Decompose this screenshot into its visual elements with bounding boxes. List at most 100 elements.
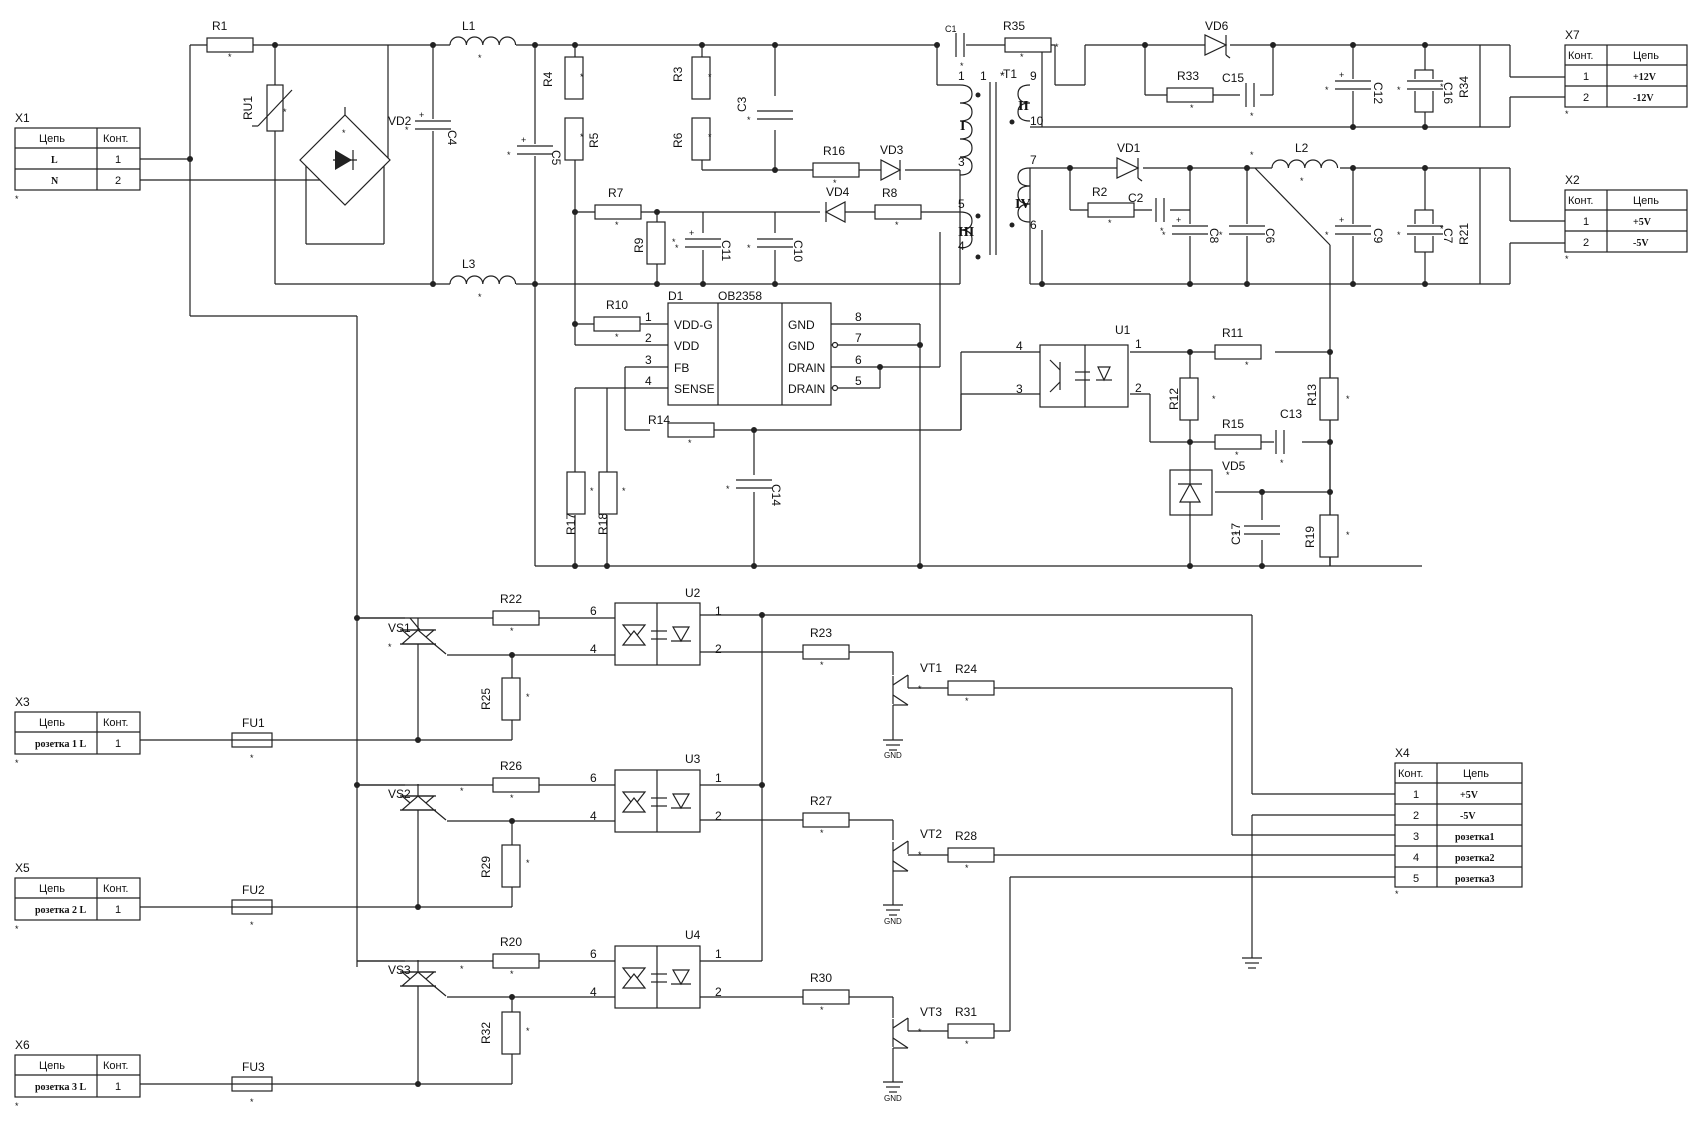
- transistor-VT1: GND: [884, 674, 909, 760]
- label-R16: R16: [823, 144, 845, 158]
- connector-X5: X5 Цепь Конт. розетка 2 L 1 *: [14, 861, 141, 934]
- capacitor-C14: [734, 478, 774, 490]
- inductor-L1: [449, 35, 517, 47]
- label-C1: C1: [945, 24, 957, 34]
- asterisk: *: [1108, 218, 1112, 228]
- asterisk: *: [250, 920, 254, 930]
- label-R7: R7: [608, 186, 624, 200]
- svg-text:+12V: +12V: [1633, 72, 1657, 83]
- svg-text:7: 7: [855, 331, 862, 345]
- pin-number: 6: [590, 947, 597, 961]
- triac-VS1: [400, 618, 447, 655]
- svg-text:IV: IV: [1015, 197, 1031, 212]
- triac-optocoupler-U4: 6 4 1 2: [590, 945, 722, 1009]
- svg-text:+: +: [689, 228, 694, 238]
- label-C11: C11: [719, 240, 733, 261]
- transformer-T1: [959, 82, 1031, 260]
- asterisk: *: [526, 692, 530, 702]
- asterisk: *: [918, 1027, 922, 1037]
- asterisk: *: [833, 178, 837, 188]
- asterisk: *: [1226, 470, 1230, 480]
- svg-text:3: 3: [1413, 831, 1419, 843]
- label-C10: C10: [791, 240, 805, 262]
- resistor-R17: [566, 471, 586, 515]
- label-R21: R21: [1457, 223, 1471, 245]
- pin-number: 3: [1016, 382, 1023, 396]
- label-VS2: VS2: [388, 787, 411, 801]
- pin-number: 2: [1135, 381, 1142, 395]
- svg-text:X2: X2: [1565, 173, 1580, 187]
- label-U4: U4: [685, 928, 701, 942]
- label-R6: R6: [671, 132, 685, 148]
- label-VD2: VD2: [388, 114, 412, 128]
- svg-text:10: 10: [1030, 114, 1044, 128]
- svg-text:III: III: [958, 225, 974, 240]
- resistor-R19: [1319, 514, 1339, 558]
- svg-text:2: 2: [1583, 237, 1589, 249]
- label-C17: C17: [1229, 523, 1243, 545]
- label-VS3: VS3: [388, 963, 411, 977]
- svg-text:X6: X6: [15, 1038, 30, 1052]
- svg-text:-12V: -12V: [1633, 93, 1654, 104]
- label-R4: R4: [541, 71, 555, 87]
- resistor-R10: [593, 316, 641, 332]
- asterisk: *: [918, 684, 922, 694]
- svg-text:+5V: +5V: [1460, 790, 1479, 801]
- svg-text:L: L: [51, 155, 58, 166]
- gnd-label: GND: [884, 751, 902, 760]
- svg-text:Цепь: Цепь: [39, 717, 65, 729]
- svg-text:X4: X4: [1395, 746, 1410, 760]
- label-R27: R27: [810, 794, 832, 808]
- label-R17: R17: [564, 513, 578, 535]
- svg-text:Конт.: Конт.: [1398, 768, 1423, 780]
- pin-number: 2: [715, 809, 722, 823]
- svg-text:X3: X3: [15, 695, 30, 709]
- pin-number: 1: [715, 947, 722, 961]
- capacitor-C16: [1405, 79, 1445, 91]
- capacitor-C11: +: [683, 228, 723, 249]
- resistor-R5: [564, 117, 584, 161]
- capacitors: ++++++: [413, 31, 1445, 536]
- resistor-R23: [802, 644, 850, 660]
- label-R1: R1: [212, 19, 228, 33]
- resistor-R16: [812, 162, 860, 178]
- capacitor-C2: [1154, 196, 1166, 224]
- svg-text:9: 9: [1030, 69, 1037, 83]
- label-L1: L1: [462, 19, 476, 33]
- svg-text:+: +: [1339, 70, 1344, 80]
- asterisk: *: [708, 132, 712, 142]
- svg-text:6: 6: [855, 353, 862, 367]
- asterisk: *: [1325, 230, 1329, 240]
- resistor-R12: [1179, 377, 1199, 421]
- capacitor-C6: [1227, 224, 1267, 236]
- label-C3: C3: [735, 96, 749, 112]
- label-R5: R5: [587, 132, 601, 148]
- svg-text:Цепь: Цепь: [1633, 195, 1659, 207]
- pin-number: 2: [715, 985, 722, 999]
- pin-number: 4: [590, 985, 597, 999]
- pin-number: 4: [590, 809, 597, 823]
- asterisk: *: [405, 125, 409, 135]
- triac-VS3: [400, 960, 447, 997]
- resistor-R20: [492, 953, 540, 969]
- resistor-R8: [874, 204, 922, 220]
- resistor-R3: [691, 56, 711, 100]
- asterisk: *: [1280, 458, 1284, 468]
- diode-VD6: [1204, 34, 1231, 59]
- diode-VD4: [824, 201, 846, 223]
- asterisk: *: [507, 150, 511, 160]
- connector-X3: X3 Цепь Конт. розетка 1 L 1 *: [14, 695, 141, 768]
- svg-text:8: 8: [855, 310, 862, 324]
- resistor-R2: [1087, 202, 1135, 218]
- asterisk: *: [672, 237, 676, 247]
- label-VD4: VD4: [826, 185, 850, 199]
- svg-text:FB: FB: [674, 361, 689, 375]
- svg-text:1: 1: [980, 69, 987, 83]
- label-U3: U3: [685, 752, 701, 766]
- svg-text:2: 2: [645, 331, 652, 345]
- resistor-R7: [594, 204, 642, 220]
- resistor-R11: [1214, 344, 1262, 360]
- svg-text:+: +: [1339, 215, 1344, 225]
- svg-text:X7: X7: [1565, 28, 1580, 42]
- fuse-FU2: [231, 899, 273, 915]
